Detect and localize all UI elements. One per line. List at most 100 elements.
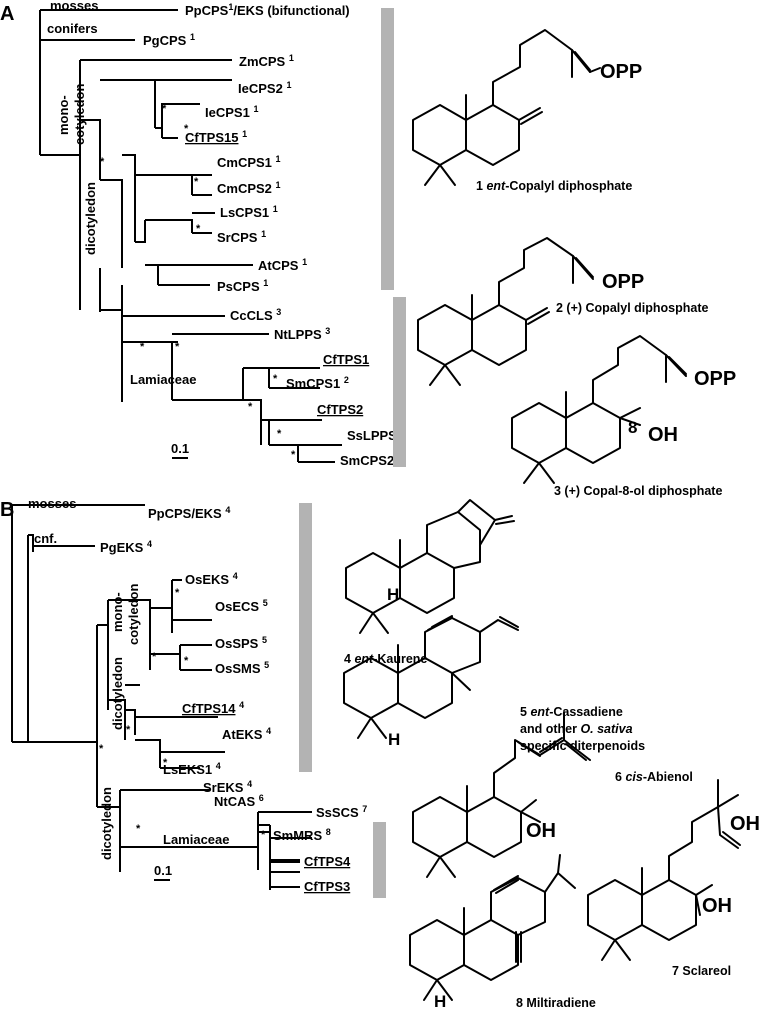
structure-sclareol bbox=[587, 779, 741, 961]
group-bar bbox=[299, 503, 312, 772]
support-star: * bbox=[248, 401, 253, 413]
scale-label-a: 0.1 bbox=[171, 441, 189, 456]
tree-a-text: mosses conifers mono- cotyledon dicotyle… bbox=[47, 0, 406, 468]
carbon-8-label: 8 bbox=[628, 418, 637, 437]
caption-7: 7 Sclareol bbox=[672, 964, 731, 978]
tree-a bbox=[39, 9, 342, 463]
structure-ent-cassadiene bbox=[343, 615, 519, 739]
group-bar bbox=[393, 297, 406, 467]
caption-5-line-3: specific diterpenoids bbox=[520, 739, 645, 753]
leaf-label: AtEKS 4 bbox=[222, 726, 271, 742]
tree-a-branches bbox=[39, 9, 253, 402]
h-label: H bbox=[434, 992, 446, 1011]
leaf-label: CfTPS14 4 bbox=[182, 700, 244, 716]
support-star: * bbox=[99, 743, 104, 755]
clade-label-mosses-b: mosses bbox=[28, 496, 76, 511]
clade-label-lamiaceae-b: Lamiaceae bbox=[163, 832, 230, 847]
opp-label: OPP bbox=[694, 368, 736, 390]
leaf-label: SrCPS 1 bbox=[217, 229, 266, 245]
structure-ent-copalyl-diphosphate bbox=[412, 29, 601, 186]
leaf-label: SsSCS 7 bbox=[316, 804, 367, 820]
caption-4: 4 ent-Kaurene bbox=[344, 652, 427, 666]
leaf-label: CfTPS1 bbox=[323, 352, 369, 367]
support-star: * bbox=[196, 223, 201, 235]
tree-b bbox=[11, 504, 312, 890]
caption-1: 1 ent-Copalyl diphosphate bbox=[476, 179, 632, 193]
leaf-label: PsCPS 1 bbox=[217, 278, 268, 294]
leaf-label: LsEKS1 4 bbox=[163, 761, 221, 777]
support-star: * bbox=[273, 373, 278, 385]
structure-copal-8-ol-diphosphate bbox=[511, 335, 687, 484]
leaf-label: CfTPS2 bbox=[317, 402, 363, 417]
oh-label: OH bbox=[702, 895, 732, 917]
leaf-label: PgCPS 1 bbox=[143, 32, 195, 48]
leaf-label: CmCPS1 1 bbox=[217, 154, 281, 170]
leaf-label: OsSMS 5 bbox=[215, 660, 269, 676]
structure-plus-copalyl-diphosphate bbox=[417, 237, 594, 386]
tree-a-branches-lower bbox=[99, 268, 342, 463]
clade-label-cnf-b: cnf. bbox=[34, 531, 57, 546]
caption-5-line-2: and other O. sativa bbox=[520, 722, 633, 736]
tree-b-branches-lower bbox=[257, 824, 300, 888]
support-star: * bbox=[184, 123, 189, 135]
clade-label-lamiaceae-a: Lamiaceae bbox=[130, 372, 197, 387]
clade-label-mosses-a: mosses bbox=[50, 0, 98, 13]
support-star: * bbox=[162, 103, 167, 115]
clade-label-monocot-2-b: cotyledon bbox=[126, 584, 141, 645]
leaf-label: CcCLS 3 bbox=[230, 307, 281, 323]
leaf-label: CfTPS3 bbox=[304, 879, 350, 894]
leaf-label: IeCPS2 1 bbox=[238, 80, 291, 96]
leaf-label: PpCPS1/EKS (bifunctional) bbox=[185, 2, 350, 18]
scale-label-b: 0.1 bbox=[154, 863, 172, 878]
caption-5-line-1: 5 ent-Cassadiene bbox=[520, 705, 623, 719]
structure-miltiradiene bbox=[409, 854, 576, 1001]
support-star: * bbox=[140, 341, 145, 353]
leaf-label: CfTPS4 bbox=[304, 854, 351, 869]
leaf-label: PpCPS/EKS 4 bbox=[148, 505, 230, 521]
caption-3: 3 (+) Copal-8-ol diphosphate bbox=[554, 484, 722, 498]
opp-label: OPP bbox=[600, 61, 642, 83]
support-star: * bbox=[175, 341, 180, 353]
support-star: * bbox=[184, 655, 189, 667]
caption-6: 6 cis-Abienol bbox=[615, 770, 693, 784]
oh-label: OH bbox=[526, 820, 556, 842]
clade-label-dicot-a: dicotyledon bbox=[83, 182, 98, 255]
leaf-label: OsSPS 5 bbox=[215, 635, 267, 651]
structure-ent-kaurene bbox=[345, 499, 515, 634]
clade-label-monocot-2-a: cotyledon bbox=[72, 84, 87, 145]
clade-label-monocot-1-a: mono- bbox=[56, 95, 71, 135]
oh-label: OH bbox=[648, 424, 678, 446]
leaf-label: CfTPS15 1 bbox=[185, 129, 247, 145]
leaf-label: ZmCPS 1 bbox=[239, 53, 294, 69]
support-star: * bbox=[126, 724, 131, 736]
group-bar bbox=[373, 822, 386, 898]
leaf-label: SmCPS1 2 bbox=[286, 375, 349, 391]
support-star: * bbox=[163, 757, 168, 769]
leaf-label: OsEKS 4 bbox=[185, 571, 238, 587]
clade-label-monocot-1-b: mono- bbox=[110, 592, 125, 632]
leaf-label: NtLPPS 3 bbox=[274, 326, 330, 342]
support-star: * bbox=[261, 829, 266, 841]
panel-label-b: B bbox=[0, 499, 14, 521]
opp-label: OPP bbox=[602, 271, 644, 293]
group-bar bbox=[381, 8, 394, 290]
support-star: * bbox=[100, 156, 105, 168]
leaf-label: CmCPS2 1 bbox=[217, 180, 281, 196]
leaf-label: IeCPS1 1 bbox=[205, 104, 258, 120]
clade-label-dicot-b: dicotyledon bbox=[110, 657, 125, 730]
structure-cis-abienol bbox=[412, 711, 591, 878]
leaf-label: OsECS 5 bbox=[215, 598, 268, 614]
h-label: H bbox=[388, 730, 400, 749]
clade-label-conifers-a: conifers bbox=[47, 21, 98, 36]
support-star: * bbox=[175, 587, 180, 599]
support-star: * bbox=[152, 651, 157, 663]
caption-8: 8 Miltiradiene bbox=[516, 996, 596, 1010]
support-star: * bbox=[136, 823, 141, 835]
leaf-label: AtCPS 1 bbox=[258, 257, 307, 273]
leaf-label: SmMRS 8 bbox=[273, 827, 331, 843]
tree-b-branches bbox=[11, 504, 312, 890]
panel-label-a: A bbox=[0, 3, 14, 25]
h-label: H bbox=[387, 585, 399, 604]
